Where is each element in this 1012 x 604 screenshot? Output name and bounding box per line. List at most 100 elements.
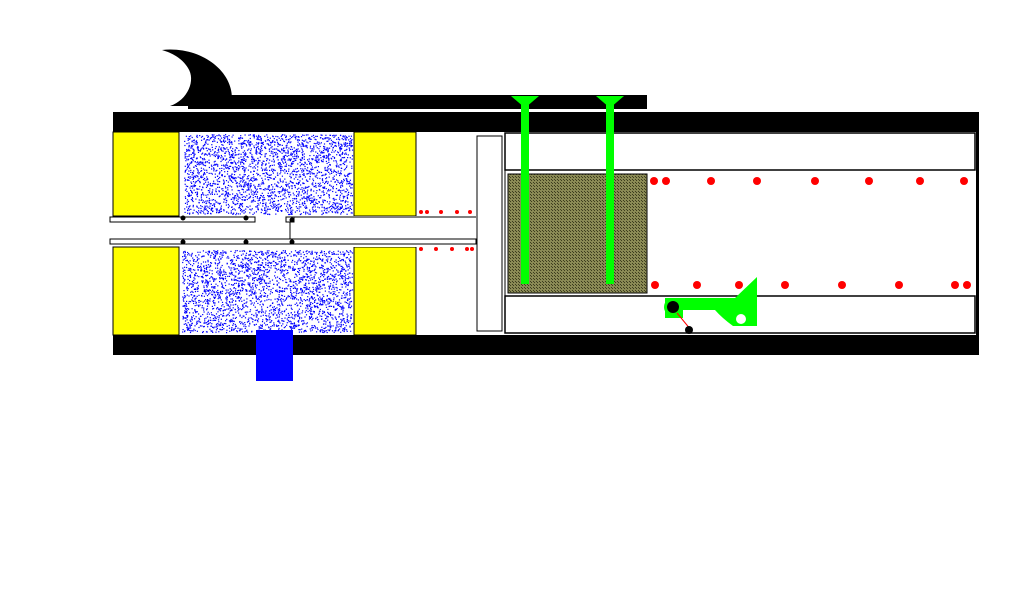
particle [211,323,213,325]
particle [251,160,253,162]
particle [349,297,352,299]
particle [252,288,254,291]
particle [288,321,290,323]
particle [188,195,190,197]
particle [219,172,221,174]
particle [350,202,352,204]
particle [223,180,225,182]
particle [220,154,222,157]
particle [332,286,334,288]
particle [219,181,221,183]
particle [329,325,331,327]
particle [325,278,327,280]
particle [299,318,301,320]
particle [320,134,322,136]
particle [320,195,322,197]
particle [206,266,208,269]
particle [277,299,280,301]
particle [321,326,323,328]
particle [246,178,248,180]
particle [329,323,331,325]
particle [262,286,264,288]
particle [259,269,261,271]
particle [320,204,322,206]
particle [221,254,223,256]
particle [252,321,254,323]
particle [311,306,313,308]
particle [271,168,273,170]
particle [238,257,240,259]
particle [244,152,247,154]
particle [242,283,244,285]
particle [342,311,344,313]
particle [235,170,237,172]
particle [254,284,257,286]
particle [228,275,231,277]
particle [220,208,222,210]
particle [312,317,314,319]
particle [221,301,224,303]
particle [294,281,297,283]
particle [275,154,277,156]
particle [242,151,244,153]
particle [256,206,258,208]
particle [272,186,274,188]
particle [326,209,328,211]
particle [190,162,192,164]
particle-cloud-top [184,134,354,216]
particle [303,196,305,198]
particle [224,271,226,273]
particle [351,252,354,254]
particle [285,287,287,289]
particle [305,251,307,253]
particle [263,197,265,199]
particle [305,134,307,136]
particle [191,140,193,142]
particle [301,156,303,159]
particle [267,188,269,190]
particle [248,148,250,150]
particle [227,184,229,186]
particle [340,173,342,175]
particle [271,194,273,196]
particle [189,324,191,326]
particle [208,303,210,305]
particle [334,150,337,152]
particle [234,161,236,163]
particle [220,329,222,331]
particle [272,140,274,142]
particle [210,150,212,152]
particle [206,308,208,310]
particle [207,326,209,328]
particle [287,319,289,321]
particle [244,155,246,157]
particle [224,199,226,201]
particle [315,289,317,291]
particle [201,206,203,208]
particle [330,205,333,207]
particle [336,269,338,271]
particle [345,153,347,155]
particle [301,139,303,141]
particle [331,275,333,277]
particle [303,164,305,166]
particle [269,280,271,282]
particle [323,206,325,208]
particle [291,327,293,329]
particle [252,297,254,299]
particle [333,169,335,171]
particle [190,171,192,173]
particle [213,280,215,282]
particle [243,325,245,327]
particle [224,152,226,154]
particle [217,289,219,292]
particle [344,168,347,170]
particle [275,213,277,215]
particle [231,162,233,165]
particle [228,159,231,161]
particle [329,250,331,252]
particle [243,150,246,152]
particle [200,267,202,269]
particle [217,273,219,275]
particle [238,206,241,209]
